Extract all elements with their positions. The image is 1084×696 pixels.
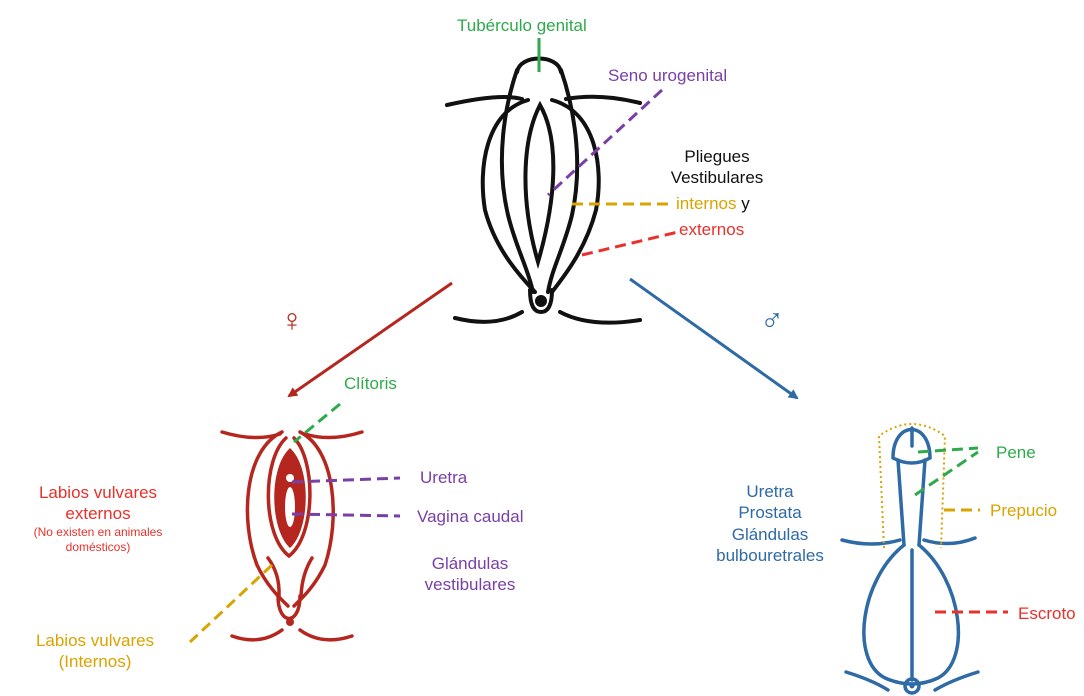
male-urethra-label: Uretra	[700, 481, 840, 502]
outer-labia-label: Labios vulvares externos (No existen en …	[8, 482, 188, 555]
indifferent-genitalia	[447, 59, 640, 323]
male-structures-label: Uretra Prostata Glándulas bulbouretrales	[700, 481, 840, 566]
outer-fold-pointer	[582, 232, 678, 255]
female-urethra-label: Uretra	[420, 467, 467, 488]
male-pointers	[915, 448, 1008, 612]
and-text: y	[736, 194, 749, 213]
folds-line2: Vestibulares	[662, 167, 772, 188]
outer-folds-label: externos	[679, 219, 744, 240]
inner-folds-text: internos	[676, 194, 736, 213]
inner-labia-pointer	[190, 565, 272, 642]
top-skin-line	[447, 97, 640, 105]
penis-pointer-1	[918, 448, 978, 452]
prepuce-label: Prepucio	[990, 500, 1057, 521]
inner-folds-label: internos y	[676, 193, 750, 214]
inner-labia-line2: (Internos)	[10, 651, 180, 672]
folds-label: Pliegues Vestibulares	[662, 146, 772, 189]
male-shaft	[898, 460, 925, 545]
bottom-skin-line	[455, 312, 640, 323]
prostate-label: Prostata	[700, 502, 840, 523]
urogenital-groove	[525, 105, 553, 262]
folds-line1: Pliegues	[662, 146, 772, 167]
male-top-skin	[842, 538, 975, 544]
penis-label: Pene	[996, 442, 1036, 463]
male-symbol-icon: ♂	[760, 300, 784, 340]
female-vaginal-opening	[285, 487, 295, 527]
clitoris-label: Clítoris	[344, 373, 397, 394]
outer-labia-line1: Labios vulvares	[8, 482, 188, 503]
anal-orifice	[535, 295, 547, 307]
male-genitalia	[842, 428, 978, 693]
inner-labia-line1: Labios vulvares	[10, 630, 180, 651]
outer-labia-note-line2: domésticos)	[8, 540, 188, 555]
vestibular-glands-label: Glándulas vestibulares	[405, 553, 535, 596]
outer-labia-note-line1: (No existen en animales	[8, 525, 188, 540]
outer-labia-line2: externos	[8, 503, 188, 524]
female-bottom-skin	[232, 630, 352, 640]
vestibular-glands-line2: vestibulares	[405, 574, 535, 595]
scrotum-label: Escroto	[1018, 603, 1076, 624]
urogenital-sinus-label: Seno urogenital	[608, 65, 727, 86]
female-symbol-icon: ♀	[280, 300, 304, 340]
female-top-skin	[222, 432, 362, 438]
vagina-label: Vagina caudal	[417, 506, 524, 527]
outer-fold	[483, 100, 599, 292]
inner-labia-label: Labios vulvares (Internos)	[10, 630, 180, 673]
bulbourethral-line1: Glándulas	[700, 524, 840, 545]
vestibular-glands-line1: Glándulas	[405, 553, 535, 574]
genital-tubercle-label: Tubérculo genital	[457, 15, 587, 36]
female-anal-orifice	[286, 618, 294, 626]
bulbourethral-line2: bulbouretrales	[700, 545, 840, 566]
